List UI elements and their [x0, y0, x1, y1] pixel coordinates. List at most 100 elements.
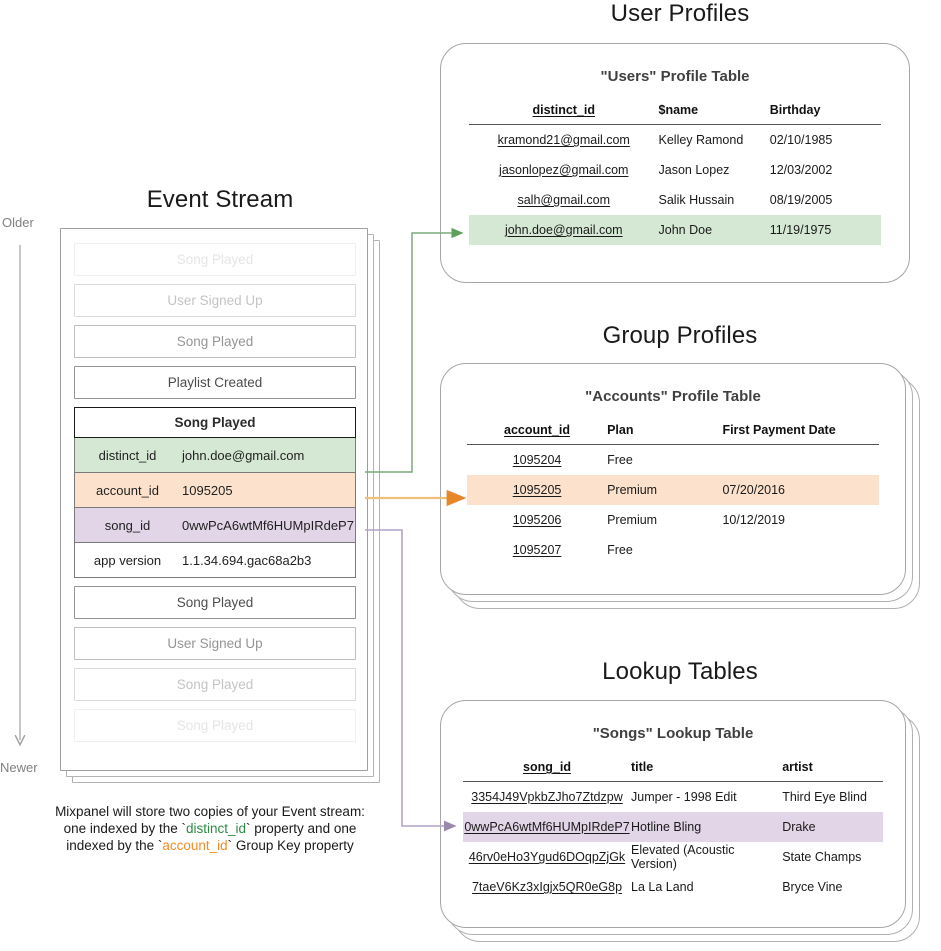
cell-artist: Bryce Vine: [782, 880, 843, 894]
table-row-highlighted[interactable]: 0wwPcA6wtMf6HUMpIRdeP7 Hotline Bling Dra…: [463, 812, 883, 842]
column-header-artist: artist: [782, 754, 883, 782]
cell-song-id: 7taeV6Kz3xIgjx5QR0eG8p: [471, 880, 623, 894]
property-value: 1.1.34.694.gac68a2b3: [182, 552, 312, 568]
column-header-title: title: [631, 754, 783, 782]
table-row[interactable]: 7taeV6Kz3xIgjx5QR0eG8p La La Land Bryce …: [463, 872, 883, 902]
table-header-row: song_id title artist: [463, 754, 883, 782]
event-property-app-version: app version 1.1.34.694.gac68a2b3: [74, 543, 356, 578]
users-table-title: "Users" Profile Table: [600, 68, 750, 85]
table-row[interactable]: 1095207 Free: [467, 535, 879, 565]
caption-token-account-id: account_id: [162, 838, 228, 853]
axis-label-newer: Newer: [0, 760, 38, 775]
event-property-song-id: song_id 0wwPcA6wtMf6HUMpIRdeP7: [74, 508, 356, 543]
users-profile-card: "Users" Profile Table distinct_id $name …: [440, 43, 910, 283]
table-row[interactable]: 3354J49VpkbZJho7Ztdzpw Jumper - 1998 Edi…: [463, 782, 883, 813]
event-row[interactable]: Song Played: [74, 709, 356, 742]
table-row[interactable]: 1095204 Free: [467, 445, 879, 476]
songs-lookup-card: "Songs" Lookup Table song_id title artis…: [440, 700, 906, 928]
table-row[interactable]: 46rv0eHo3Ygud6DOqpZjGk Elevated (Acousti…: [463, 842, 883, 872]
property-value: 0wwPcA6wtMf6HUMpIRdeP7: [182, 517, 354, 533]
column-header-birthday: Birthday: [769, 97, 881, 125]
cell-account-id: 1095206: [512, 513, 562, 527]
accounts-table: account_id Plan First Payment Date 10952…: [467, 417, 879, 565]
cell-title: La La Land: [631, 880, 694, 894]
cell-birthday: 12/03/2002: [769, 163, 833, 177]
column-header-account-id: account_id: [467, 417, 608, 445]
event-property-account-id: account_id 1095205: [74, 473, 356, 508]
caption-line-1: Mixpanel will store two copies of your E…: [55, 804, 365, 819]
column-header-name: $name: [658, 97, 770, 125]
table-header-row: distinct_id $name Birthday: [469, 97, 881, 125]
column-header-song-id: song_id: [463, 754, 631, 782]
table-row[interactable]: 1095206 Premium 10/12/2019: [467, 505, 879, 535]
accounts-profile-card: "Accounts" Profile Table account_id Plan…: [440, 363, 906, 595]
cell-title: Jumper - 1998 Edit: [631, 790, 737, 804]
event-property-distinct-id: distinct_id john.doe@gmail.com: [74, 438, 356, 473]
accounts-table-title: "Accounts" Profile Table: [585, 388, 761, 405]
caption-line-2-pre: one indexed by the `: [63, 821, 186, 836]
cell-song-id: 3354J49VpkbZJho7Ztdzpw: [471, 790, 623, 804]
event-row[interactable]: User Signed Up: [74, 284, 356, 317]
time-axis: Older Newer: [0, 215, 60, 785]
property-key: song_id: [104, 517, 151, 533]
cell-song-id: 0wwPcA6wtMf6HUMpIRdeP7: [463, 812, 631, 842]
group-profile-panel: "Accounts" Profile Table account_id Plan…: [440, 363, 930, 618]
table-row-highlighted[interactable]: john.doe@gmail.com John Doe 11/19/1975: [469, 215, 881, 245]
cell-birthday: 11/19/1975: [769, 215, 881, 245]
event-stream-panel: Song Played User Signed Up Song Played P…: [60, 228, 380, 783]
property-key: app version: [93, 552, 162, 568]
cell-account-id: 1095205: [467, 475, 608, 505]
caption-line-3-post: ` Group Key property: [227, 838, 354, 853]
caption-token-distinct-id: distinct_id: [185, 821, 247, 836]
event-stream-card: Song Played User Signed Up Song Played P…: [60, 228, 368, 771]
property-value: 1095205: [182, 482, 233, 498]
cell-first-payment-date: 07/20/2016: [722, 475, 879, 505]
event-row[interactable]: Song Played: [74, 325, 356, 358]
column-header-first-payment-date: First Payment Date: [722, 417, 879, 445]
event-row[interactable]: Song Played: [74, 668, 356, 701]
lookup-table-panel: "Songs" Lookup Table song_id title artis…: [440, 700, 930, 950]
table-row[interactable]: jasonlopez@gmail.com Jason Lopez 12/03/2…: [469, 155, 881, 185]
cell-birthday: 02/10/1985: [769, 133, 833, 147]
axis-label-older: Older: [2, 215, 34, 230]
users-profile-panel: "Users" Profile Table distinct_id $name …: [440, 43, 920, 288]
caption-line-3-pre: indexed by the `: [66, 838, 163, 853]
cell-birthday: 08/19/2005: [769, 193, 833, 207]
event-stream-title: Event Stream: [146, 186, 294, 213]
highlighted-event-card[interactable]: Song Played distinct_id john.doe@gmail.c…: [74, 407, 356, 578]
cell-artist: Drake: [782, 812, 883, 842]
cell-distinct-id: kramond21@gmail.com: [497, 133, 630, 147]
cell-title: Elevated (Acoustic Version): [631, 843, 735, 871]
column-header-distinct-id: distinct_id: [469, 97, 659, 125]
highlighted-event-name: Song Played: [74, 407, 356, 438]
lookup-tables-title: Lookup Tables: [602, 658, 758, 685]
property-value: john.doe@gmail.com: [182, 447, 305, 463]
cell-first-payment-date: 10/12/2019: [722, 513, 785, 527]
property-key: account_id: [96, 482, 159, 498]
table-row-highlighted[interactable]: 1095205 Premium 07/20/2016: [467, 475, 879, 505]
caption-line-2-post: ` property and one: [246, 821, 357, 836]
cell-distinct-id: john.doe@gmail.com: [469, 215, 659, 245]
table-row[interactable]: salh@gmail.com Salik Hussain 08/19/2005: [469, 185, 881, 215]
cell-first-payment-date: [722, 535, 879, 565]
table-row[interactable]: kramond21@gmail.com Kelley Ramond 02/10/…: [469, 125, 881, 156]
songs-table: song_id title artist 3354J49VpkbZJho7Ztd…: [463, 754, 883, 902]
cell-name: John Doe: [658, 215, 770, 245]
cell-name: Salik Hussain: [658, 193, 735, 207]
cell-plan: Free: [607, 543, 633, 557]
user-profiles-title: User Profiles: [610, 0, 750, 27]
event-row[interactable]: User Signed Up: [74, 627, 356, 660]
table-header-row: account_id Plan First Payment Date: [467, 417, 879, 445]
cell-name: Jason Lopez: [658, 163, 730, 177]
event-row[interactable]: Song Played: [74, 243, 356, 276]
time-arrow-icon: [0, 245, 60, 785]
event-row[interactable]: Song Played: [74, 586, 356, 619]
cell-artist: State Champs: [782, 850, 862, 864]
stream-caption: Mixpanel will store two copies of your E…: [30, 803, 390, 854]
property-key: distinct_id: [98, 447, 157, 463]
event-row[interactable]: Playlist Created: [74, 366, 356, 399]
cell-plan: Free: [607, 453, 633, 467]
cell-account-id: 1095207: [512, 543, 562, 557]
cell-name: Kelley Ramond: [658, 133, 744, 147]
